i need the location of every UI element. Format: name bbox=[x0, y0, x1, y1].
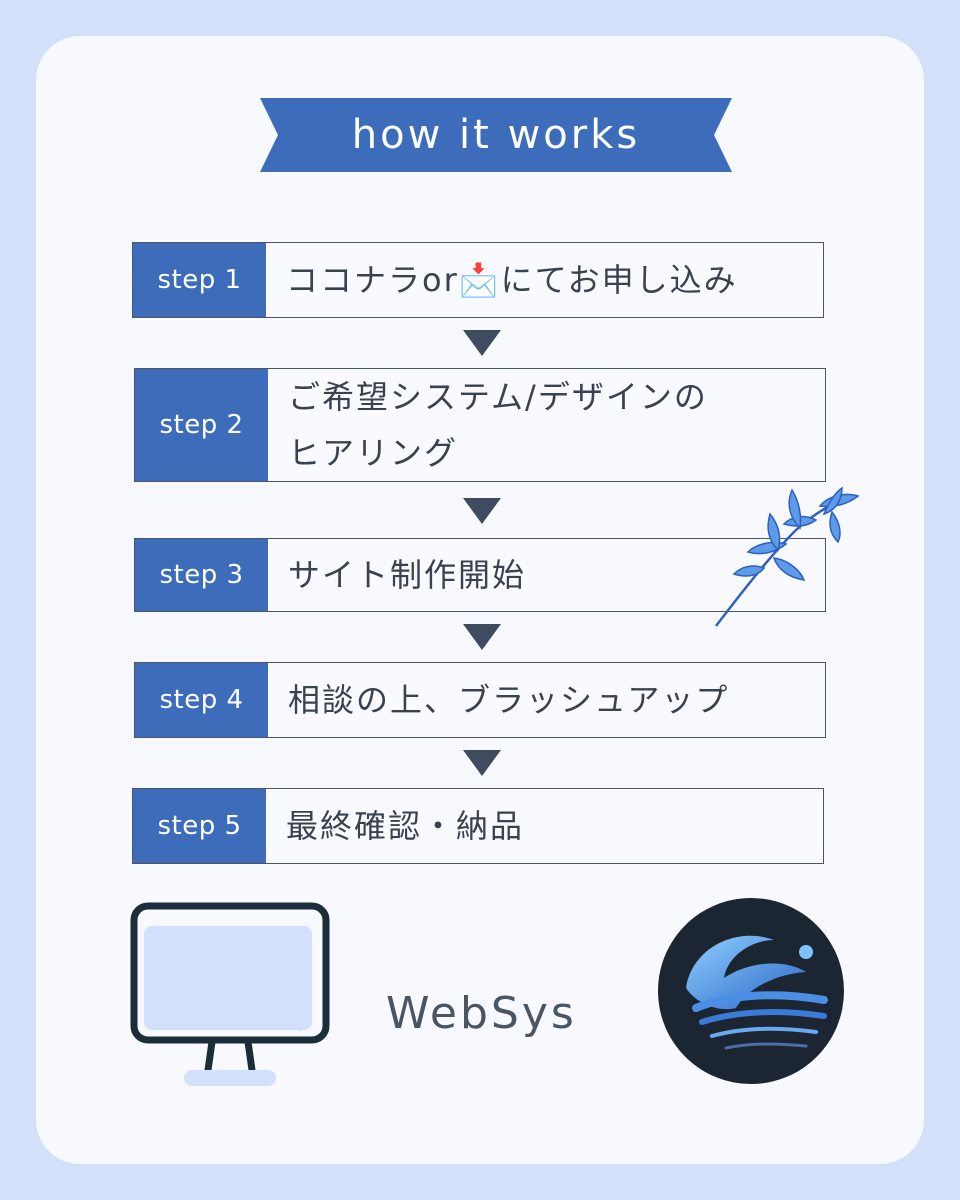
down-triangle-icon bbox=[463, 624, 501, 650]
ribbon-shape bbox=[260, 98, 732, 172]
down-triangle-icon bbox=[463, 498, 501, 524]
wave-logo-icon bbox=[658, 898, 844, 1084]
step-row-4: step 4 相談の上、ブラッシュアップ bbox=[134, 662, 826, 738]
down-triangle-icon bbox=[463, 750, 501, 776]
step-text: 最終確認・納品 bbox=[286, 807, 525, 845]
step-row-1: step 1 ココナラor📩にてお申し込み bbox=[132, 242, 824, 318]
step-tag: step 2 bbox=[135, 369, 268, 481]
step-text: ご希望システム/デザインの ヒアリング bbox=[288, 378, 708, 472]
monitor-icon bbox=[130, 902, 330, 1086]
step-tag: step 3 bbox=[135, 539, 268, 611]
step-tag: step 5 bbox=[133, 789, 266, 863]
step-text: ココナラor📩にてお申し込み bbox=[286, 261, 738, 299]
step-row-2: step 2 ご希望システム/デザインの ヒアリング bbox=[134, 368, 826, 482]
step-tag: step 1 bbox=[133, 243, 266, 317]
step-row-3: step 3 サイト制作開始 bbox=[134, 538, 826, 612]
brand-name: WebSys bbox=[386, 988, 577, 1039]
step-tag: step 4 bbox=[135, 663, 268, 737]
page-title: how it works bbox=[351, 112, 641, 158]
step-text: 相談の上、ブラッシュアップ bbox=[288, 681, 730, 719]
leaf-branch-icon bbox=[715, 486, 860, 627]
step-text: サイト制作開始 bbox=[288, 556, 527, 594]
step-row-5: step 5 最終確認・納品 bbox=[132, 788, 824, 864]
title-ribbon: how it works bbox=[260, 98, 732, 172]
down-triangle-icon bbox=[463, 330, 501, 356]
